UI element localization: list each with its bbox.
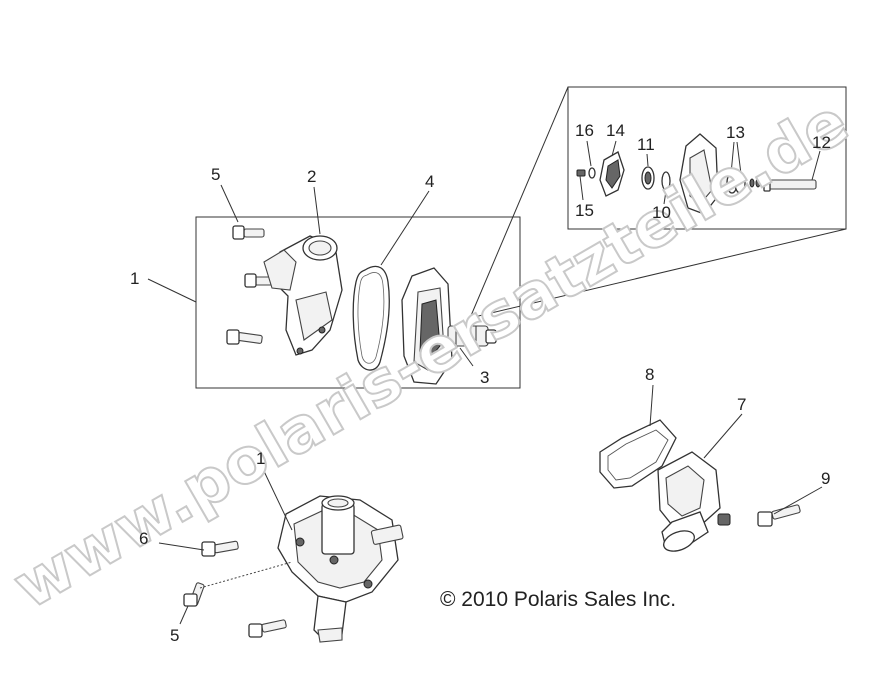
leader-12	[811, 150, 821, 181]
leader-11	[646, 153, 649, 167]
bolt-part-5-lower	[226, 329, 263, 345]
bolt-part-9	[757, 504, 801, 527]
callout-13: 13	[726, 123, 745, 142]
thermostat-housing-part-7	[657, 451, 731, 552]
callout-5-top: 5	[211, 165, 220, 184]
copyright-notice: © 2010 Polaris Sales Inc.	[440, 588, 676, 611]
leader-8	[649, 384, 654, 427]
leader-1-top	[147, 278, 197, 303]
o-rings-part-13	[726, 172, 761, 194]
impeller-part-14	[599, 151, 625, 197]
leader-13b	[736, 141, 742, 175]
callout-7: 7	[737, 395, 746, 414]
water-pump-cover-part-2	[263, 235, 343, 356]
callout-1-top: 1	[130, 269, 139, 288]
seal-part-11	[641, 166, 655, 190]
water-pump-assembly-part-1-lower	[277, 495, 404, 643]
thermostat-gasket-inner	[607, 429, 669, 481]
callout-2: 2	[307, 167, 316, 186]
leader-6	[158, 542, 205, 551]
shaft-part-12	[763, 177, 817, 192]
leader-16	[586, 140, 592, 167]
callout-1-bottom: 1	[256, 449, 265, 468]
watermark: www.polaris-ersatzteile.de	[1, 85, 860, 623]
bolt-alignment-dashed-line	[199, 561, 293, 589]
washer-part-16	[588, 167, 596, 179]
bolt-part-5-lower-right	[248, 619, 287, 638]
gasket-inner-edge	[357, 272, 385, 364]
callout-11: 11	[637, 135, 655, 154]
bolt-part-5-upper	[232, 225, 265, 240]
leader-15	[579, 175, 584, 201]
callout-14: 14	[606, 121, 625, 140]
pump-internals-detail-frame	[567, 86, 847, 230]
leader-10	[663, 190, 667, 205]
leader-14	[611, 140, 617, 157]
callout-8: 8	[645, 365, 654, 384]
detail-link-line-bottom	[469, 228, 847, 319]
leader-2	[313, 186, 321, 235]
leader-4	[380, 190, 430, 266]
callout-3: 3	[480, 368, 489, 387]
callout-9: 9	[821, 469, 830, 488]
water-pump-housing-part-3	[401, 267, 497, 385]
screw-part-15	[576, 169, 586, 177]
leader-5-top	[220, 184, 239, 223]
thermostat-gasket-part-8	[599, 419, 677, 489]
callout-10: 10	[652, 203, 671, 222]
leader-7	[703, 413, 743, 459]
leader-5-bottom	[179, 605, 189, 625]
water-pump-assembly-frame	[195, 216, 521, 389]
leader-3	[459, 347, 474, 367]
bolt-part-6	[201, 540, 239, 557]
callout-12: 12	[812, 133, 831, 152]
seal-part-10	[661, 171, 671, 191]
callout-16: 16	[575, 121, 594, 140]
leader-13a	[730, 141, 735, 175]
callout-4: 4	[425, 172, 434, 191]
callout-6: 6	[139, 529, 148, 548]
detail-link-line-top	[469, 86, 569, 319]
callout-5-bottom: 5	[170, 626, 179, 645]
bolt-part-5-lower-left	[183, 582, 205, 607]
leader-1-bottom	[261, 466, 293, 531]
gasket-part-4	[352, 265, 390, 371]
callout-15: 15	[575, 201, 594, 220]
leader-9	[773, 486, 823, 515]
